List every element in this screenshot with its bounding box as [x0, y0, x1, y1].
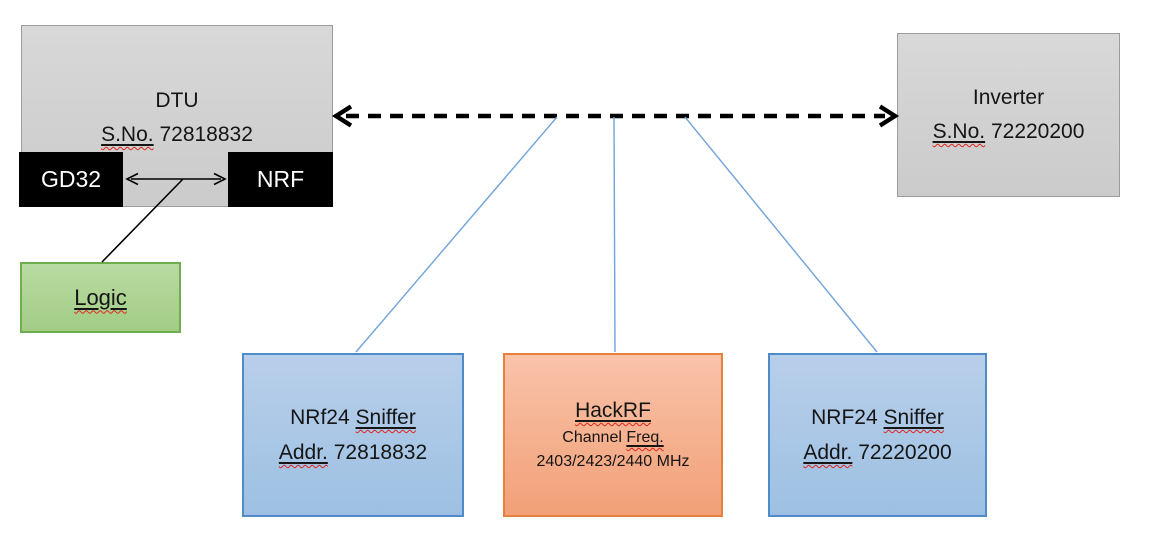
sniffer-right-addr: Addr. 72220200 [803, 441, 952, 464]
hackrf-channel-label: Channel Freq. [562, 429, 664, 446]
gd32-label: GD32 [40, 166, 102, 192]
nrf-label: NRF [256, 166, 305, 192]
logic-label: Logic [74, 284, 127, 310]
node-logic: Logic [20, 262, 181, 333]
dtu-serial: S.No. 72818832 [101, 123, 253, 146]
dtu-text: DTU S.No. 72818832 [101, 84, 253, 152]
node-sniffer-left: NRf24 Sniffer Addr. 72818832 [242, 353, 464, 517]
inverter-text: Inverter S.No. 72220200 [933, 81, 1085, 149]
node-inverter: Inverter S.No. 72220200 [897, 33, 1120, 197]
line-to-hackrf [613, 116, 616, 353]
inverter-title: Inverter [972, 86, 1045, 109]
hackrf-title: HackRF [575, 399, 651, 422]
sniffer-right-name: NRF24 Sniffer [811, 406, 944, 429]
dtu-title: DTU [155, 89, 199, 112]
line-to-sniffer-left [355, 116, 558, 353]
inverter-serial: S.No. 72220200 [932, 120, 1085, 143]
node-gd32: GD32 [19, 152, 123, 207]
sniffer-right-text: NRF24 Sniffer Addr. 72220200 [803, 400, 951, 470]
sniffer-left-text: NRf24 Sniffer Addr. 72818832 [279, 400, 427, 470]
sniffer-left-addr: Addr. 72818832 [278, 441, 428, 464]
node-nrf: NRF [228, 152, 333, 207]
line-to-sniffer-right [684, 116, 878, 353]
sniffer-left-name: NRf24 Sniffer [290, 406, 416, 429]
hackrf-text: HackRF Channel Freq. 2403/2423/2440 MHz [537, 396, 690, 474]
hackrf-frequencies: 2403/2423/2440 MHz [536, 453, 690, 470]
rf-dashed-arrow [331, 104, 900, 128]
node-sniffer-right: NRF24 Sniffer Addr. 72220200 [768, 353, 987, 517]
node-hackrf: HackRF Channel Freq. 2403/2423/2440 MHz [503, 353, 723, 517]
